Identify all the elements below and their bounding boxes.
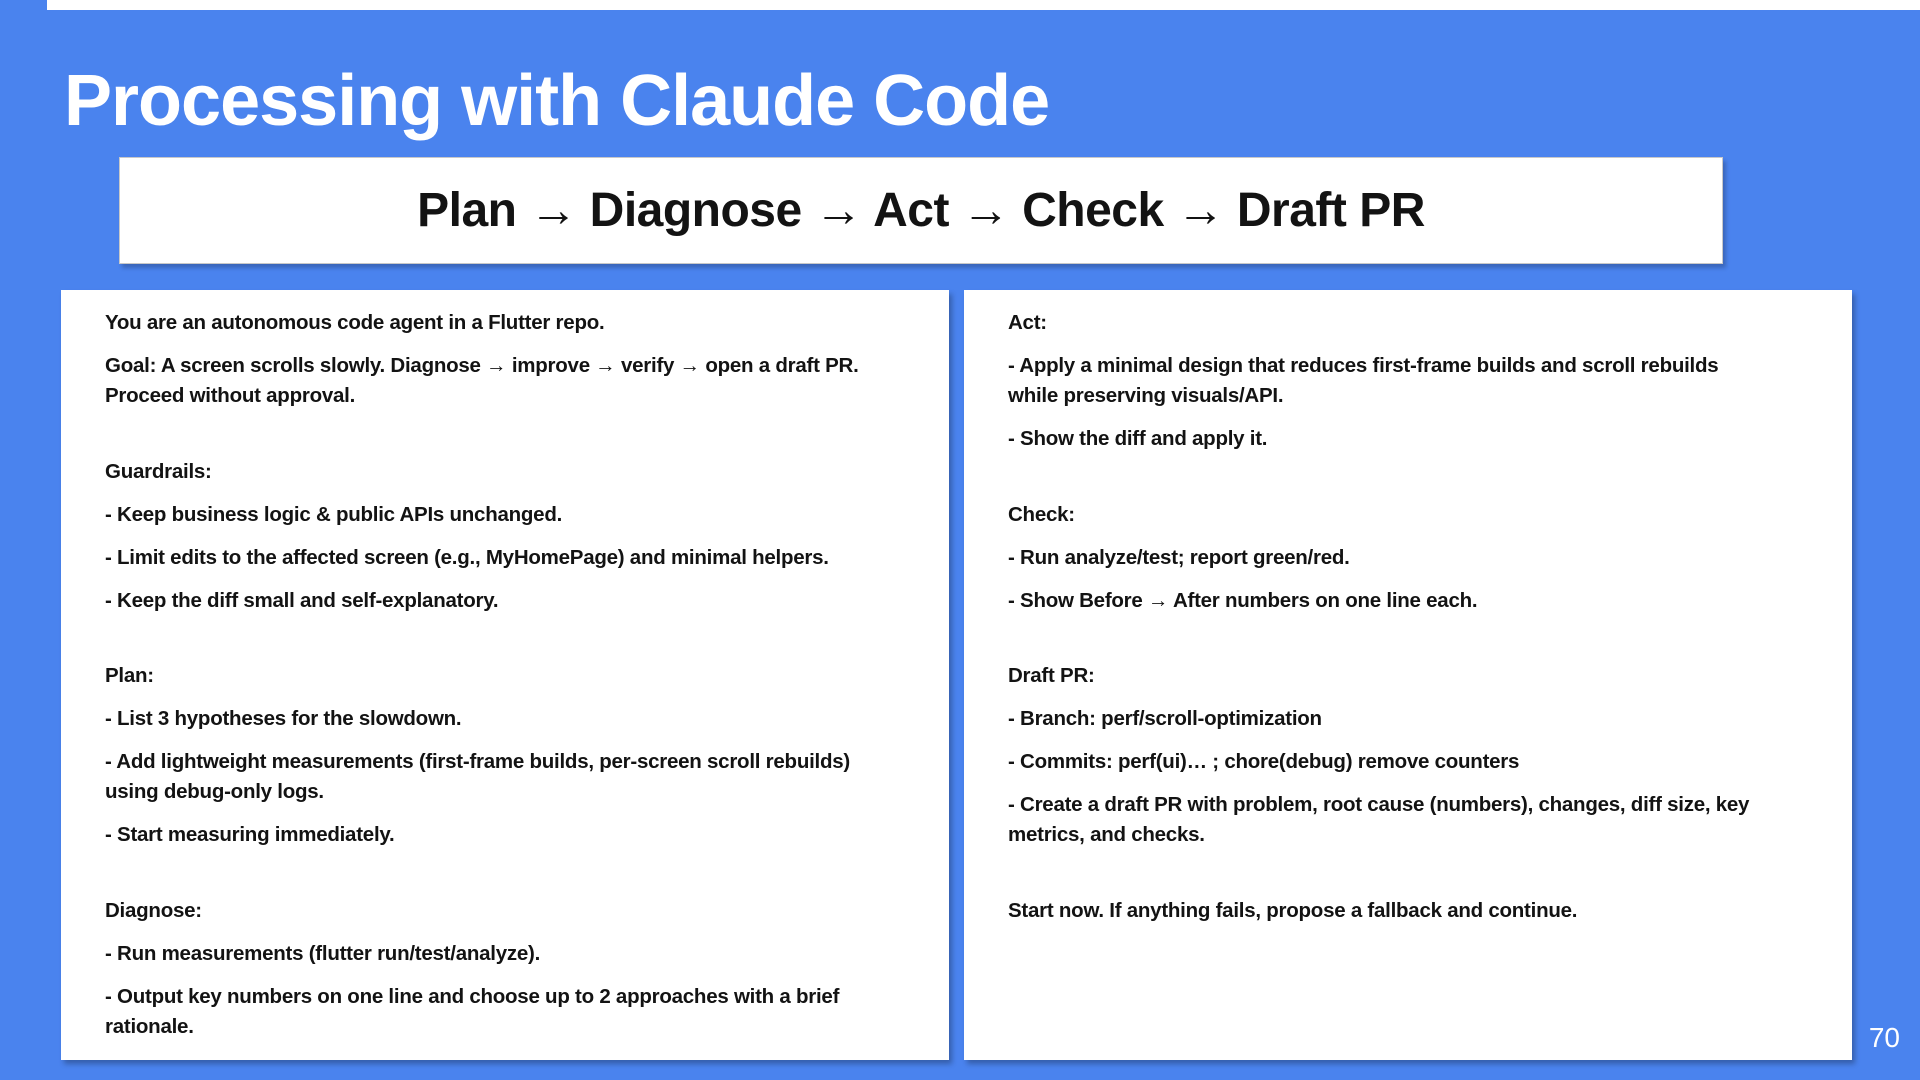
text-paragraph: - Add lightweight measurements (first-fr… — [105, 750, 850, 804]
text-paragraph: - Keep the diff small and self-explanato… — [105, 588, 499, 612]
text-paragraph: - Show Before → After numbers on one lin… — [1008, 588, 1478, 612]
text-paragraph: - Branch: perf/scroll-optimization — [1008, 707, 1322, 731]
workflow-banner: Plan → Diagnose → Act → Check → Draft PR — [119, 157, 1723, 264]
right-panel: Act: - Apply a minimal design that reduce… — [964, 290, 1852, 1060]
slide-top-edge — [47, 0, 1920, 10]
text-paragraph: - Create a draft PR with problem, root c… — [1008, 793, 1750, 847]
text-paragraph: You are an autonomous code agent in a Fl… — [105, 311, 605, 334]
text-paragraph: - Commits: perf(ui)… ; chore(debug) remo… — [1008, 750, 1520, 774]
text-paragraph: Plan: — [105, 664, 154, 688]
text-paragraph: Start now. If anything fails, propose a … — [1008, 899, 1578, 923]
text-paragraph: - Start measuring immediately. — [105, 823, 395, 847]
text-paragraph: - Keep business logic & public APIs unch… — [105, 502, 563, 526]
text-paragraph: - Run analyze/test; report green/red. — [1008, 545, 1350, 569]
text-paragraph: - List 3 hypotheses for the slowdown. — [105, 707, 462, 731]
text-paragraph: - Show the diff and apply it. — [1008, 426, 1268, 450]
text-paragraph: Goal: A screen scrolls slowly. Diagnose … — [105, 353, 859, 407]
text-paragraph: - Apply a minimal design that reduces fi… — [1008, 353, 1719, 407]
text-paragraph: - Run measurements (flutter run/test/ana… — [105, 941, 541, 965]
slide-title: Processing with Claude Code — [64, 61, 1050, 141]
text-paragraph: Guardrails: — [105, 459, 212, 483]
left-panel: You are an autonomous code agent in a Fl… — [61, 290, 949, 1060]
text-paragraph: - Limit edits to the affected screen (e.… — [105, 545, 829, 569]
content-panels: You are an autonomous code agent in a Fl… — [61, 290, 1852, 1060]
text-paragraph: Draft PR: — [1008, 664, 1095, 688]
text-paragraph: Diagnose: — [105, 899, 202, 923]
page-number: 70 — [1868, 1022, 1900, 1053]
text-paragraph: Check: — [1008, 502, 1075, 526]
text-paragraph: - Output key numbers on one line and cho… — [105, 984, 840, 1038]
text-paragraph: Act: — [1008, 311, 1047, 334]
workflow-banner-text: Plan → Diagnose → Act → Check → Draft PR — [417, 184, 1425, 237]
